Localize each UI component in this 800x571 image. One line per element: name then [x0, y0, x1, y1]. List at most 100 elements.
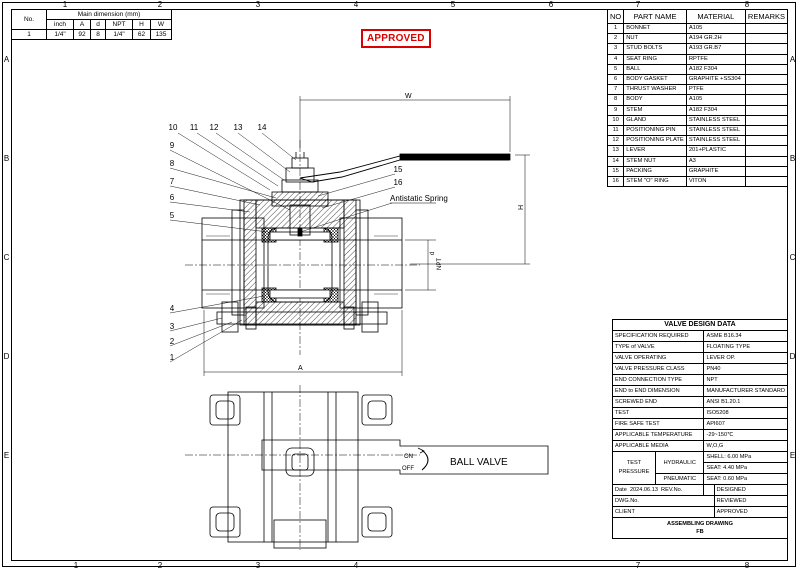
designed-label: DESIGNED [713, 484, 789, 496]
design-data-label: FIRE SAFE TEST [611, 418, 705, 430]
grid-col-3-top: 3 [255, 0, 261, 9]
callout-3: 3 [170, 322, 175, 331]
grid-row-b-left: B [3, 154, 10, 163]
seat-unit: MPa [735, 465, 748, 471]
grid-col-8-top: 8 [744, 0, 750, 9]
parts-no: 6 [606, 74, 625, 86]
lever-off-label: OFF [402, 466, 414, 472]
date-value: 2024.06.13 [629, 487, 658, 493]
grid-row-b-right: B [789, 154, 796, 163]
parts-remarks [744, 176, 789, 188]
dimension-npt-label: NPT [437, 258, 443, 270]
stud-bolts [216, 301, 388, 333]
callout-15: 15 [394, 165, 403, 174]
callout-6: 6 [170, 193, 175, 202]
dimension-w-label: W [405, 93, 412, 100]
grid-row-d-left: D [3, 352, 10, 361]
callout-7: 7 [170, 177, 175, 186]
grid-col-3-bottom: 3 [255, 561, 261, 570]
design-data-label: TEST [611, 407, 705, 419]
lever-ball-valve-text: BALL VALVE [450, 457, 508, 468]
dimension-a-label: A [298, 365, 303, 372]
parts-no: 1 [606, 22, 625, 35]
pneumatic-label: PNEUMATIC [654, 473, 705, 485]
design-data-value: MANUFACTURER STANDARD [703, 385, 788, 397]
rev-value [703, 484, 715, 496]
grid-col-2-bottom: 2 [157, 561, 163, 570]
design-data-label: APPLICABLE TEMPERATURE [611, 429, 705, 441]
grid-col-5-top: 5 [450, 0, 456, 9]
callout-10: 10 [169, 123, 178, 132]
lever-plan-view [261, 439, 549, 475]
grid-col-4-bottom: 4 [353, 561, 359, 570]
design-data-label: SPECIFICATION REQUIRED [611, 330, 705, 342]
callout-12: 12 [210, 123, 219, 132]
parts-no: 13 [606, 145, 625, 157]
grid-row-e-left: E [3, 451, 10, 460]
design-data-value: FLOATING TYPE [703, 341, 788, 353]
callout-leaders [169, 132, 396, 363]
grid-col-2-top: 2 [157, 0, 163, 9]
assembling-drawing-title: ASSEMBLING DRAWING FB [612, 517, 788, 539]
rev-label: REV.No. [661, 487, 683, 493]
callout-4: 4 [170, 304, 175, 313]
seat-label: SEAT: [706, 465, 722, 471]
grid-col-4-top: 4 [353, 0, 359, 9]
parts-no: 5 [606, 63, 625, 76]
parts-no: 15 [606, 165, 625, 178]
design-data-label: VALVE PRESSURE CLASS [611, 363, 705, 375]
lever-on-label: ON [404, 454, 413, 460]
fb-text: FB [696, 529, 704, 535]
callout-11: 11 [190, 123, 199, 132]
grid-row-a-left: A [3, 55, 10, 64]
design-data-value: ISO5208 [703, 407, 788, 419]
date-label: Date [615, 487, 627, 493]
plan-view [185, 385, 549, 550]
grid-row-d-right: D [789, 352, 796, 361]
design-data-title: VALVE DESIGN DATA [612, 319, 788, 331]
grid-col-7-bottom: 7 [635, 561, 641, 570]
design-data-label: VALVE OPERATING [611, 352, 705, 364]
shell-label: SHELL: [706, 454, 726, 460]
lever-side-view [299, 153, 511, 183]
approved-stamp: APPROVED [361, 29, 431, 48]
seat-hydraulic-pressure: SEAT: 4.40 MPa [703, 462, 788, 474]
inner-border [11, 9, 788, 561]
assembling-text: ASSEMBLING DRAWING [667, 521, 733, 527]
valve-design-data-table: VALVE DESIGN DATA SPECIFICATION REQUIRED… [611, 319, 789, 539]
design-data-row: Date 2024.06.13 REV.No. DESIGNED [611, 484, 789, 496]
callout-2: 2 [170, 337, 175, 346]
dimension-d-label: d [430, 252, 436, 255]
design-data-label: END CONNECTION TYPE [611, 374, 705, 386]
design-data-label: APPLICABLE MEDIA [611, 440, 705, 452]
callout-16: 16 [394, 178, 403, 187]
dim-val-w: 135 [150, 29, 172, 40]
seat-hydraulic-value: 4.40 [723, 465, 735, 471]
parts-no: 16 [606, 176, 625, 188]
callout-8: 8 [170, 159, 175, 168]
design-data-value: LEVER OP. [703, 352, 788, 364]
antistatic-spring-label: Antistatic Spring [390, 194, 448, 203]
parts-no: 2 [606, 33, 625, 45]
grid-col-7-top: 7 [635, 0, 641, 9]
design-data-value: -29~150℃ [703, 429, 788, 441]
shell-value: 6.00 [727, 454, 739, 460]
design-data-value: PN40 [703, 363, 788, 375]
test-pressure-line1: TEST [626, 460, 642, 466]
design-data-value: ASME B16.34 [703, 330, 788, 342]
